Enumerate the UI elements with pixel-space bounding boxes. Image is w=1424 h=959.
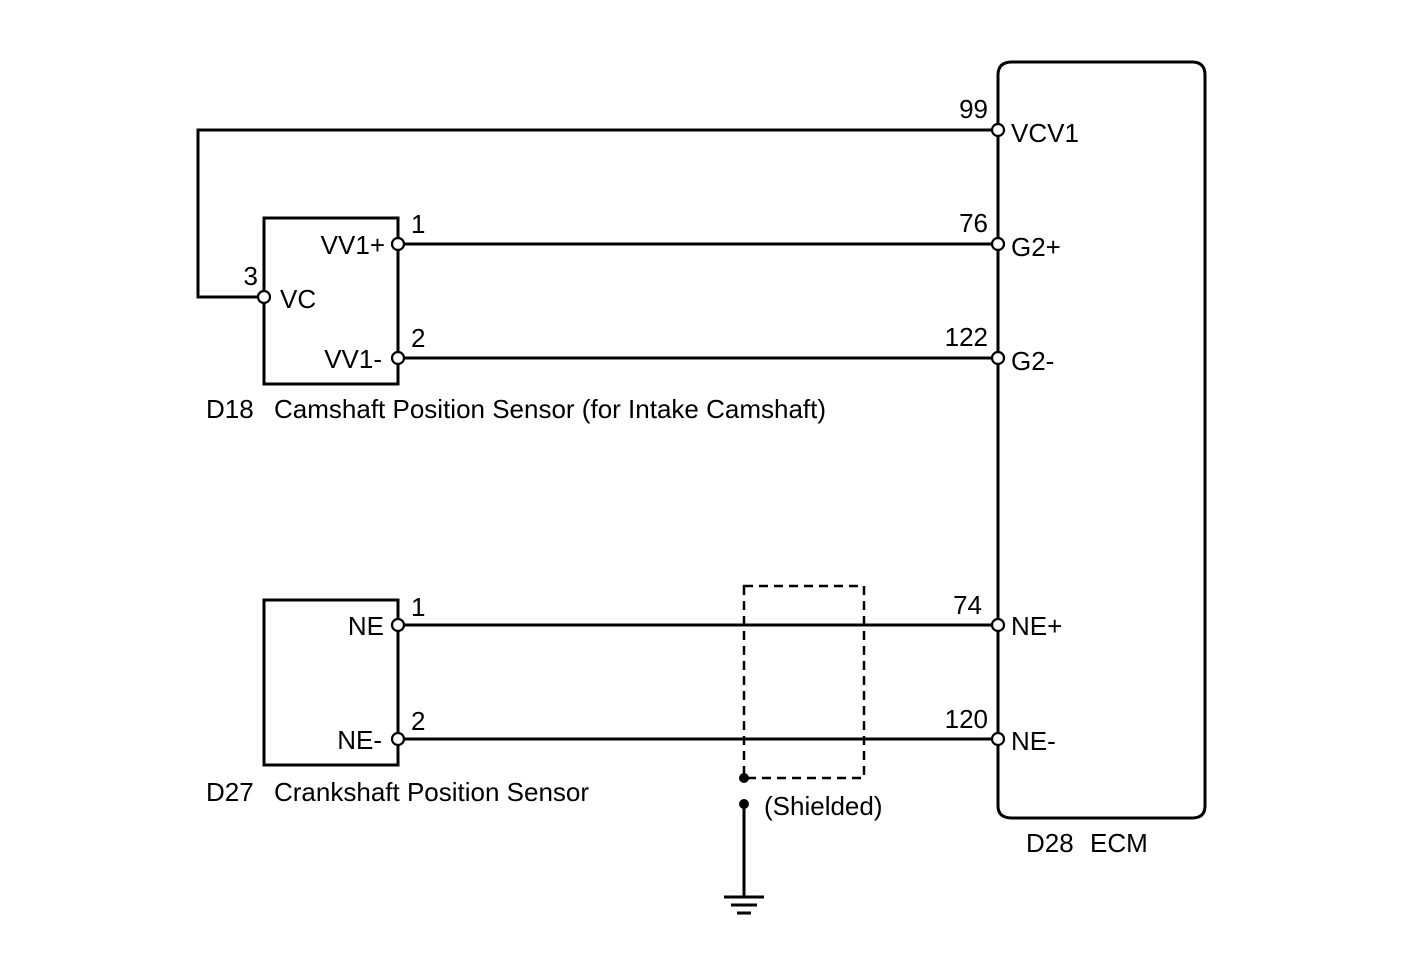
ecm-pin-number: 120 xyxy=(945,704,988,734)
cam-sensor-box xyxy=(262,216,400,386)
cam-pin-number: 3 xyxy=(244,261,258,291)
ecm-box xyxy=(996,60,1207,820)
ecm-pin-vcv1 xyxy=(990,122,1006,138)
crank-pin-ne-minus xyxy=(390,731,406,747)
ecm-pin-label: G2- xyxy=(1011,346,1054,376)
ecm-pin-label: NE- xyxy=(1011,726,1056,756)
ecm-pin-label: G2+ xyxy=(1011,232,1061,262)
cam-pin-number: 2 xyxy=(411,323,425,353)
shield-box xyxy=(742,584,866,780)
crank-pin-label: NE xyxy=(348,611,384,641)
ecm-pin-label: NE+ xyxy=(1011,611,1062,641)
crank-pin-number: 1 xyxy=(411,592,425,622)
cam-pin-vv1-minus xyxy=(390,350,406,366)
crank-sensor-name: Crankshaft Position Sensor xyxy=(274,777,589,807)
ecm-pin-g2-plus xyxy=(990,236,1006,252)
cam-pin-vc xyxy=(256,289,272,305)
cam-pin-label: VC xyxy=(280,284,316,314)
ground-icon xyxy=(724,895,764,915)
crank-sensor-box xyxy=(262,598,400,767)
ecm-id: D28 xyxy=(1026,828,1074,858)
cam-pin-label: VV1- xyxy=(324,344,382,374)
ecm-pin-number: 76 xyxy=(959,208,988,238)
crank-pin-label: NE- xyxy=(337,725,382,755)
ecm-pin-ne-plus xyxy=(990,617,1006,633)
cam-sensor-name: Camshaft Position Sensor (for Intake Cam… xyxy=(274,394,826,424)
shield-junction-dot xyxy=(739,773,749,783)
ecm-pin-label: VCV1 xyxy=(1011,118,1079,148)
cam-pin-vv1-plus xyxy=(390,236,406,252)
wire-vcv1-vc xyxy=(196,128,998,299)
ecm-pin-number: 74 xyxy=(953,590,982,620)
ecm-pin-ne-minus xyxy=(990,731,1006,747)
crank-pin-ne xyxy=(390,617,406,633)
ecm-pin-number: 99 xyxy=(959,94,988,124)
ecm-pin-g2-minus xyxy=(990,350,1006,366)
crank-sensor-id: D27 xyxy=(206,777,254,807)
cam-sensor-id: D18 xyxy=(206,394,254,424)
crank-pin-number: 2 xyxy=(411,706,425,736)
shield-label: (Shielded) xyxy=(764,791,883,821)
ecm-pin-number: 122 xyxy=(945,322,988,352)
ecm-name: ECM xyxy=(1090,828,1148,858)
cam-pin-label: VV1+ xyxy=(321,230,385,260)
cam-pin-number: 1 xyxy=(411,209,425,239)
